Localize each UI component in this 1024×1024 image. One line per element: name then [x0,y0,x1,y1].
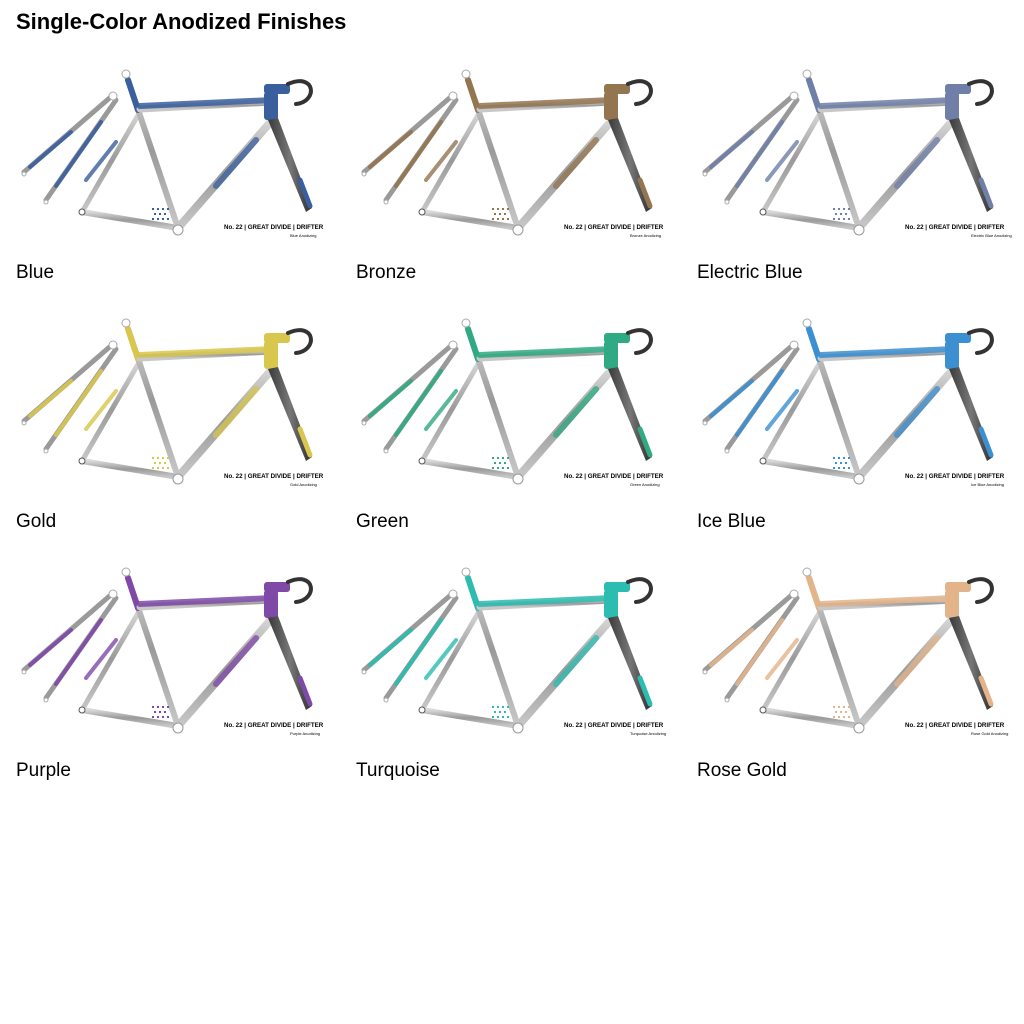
finish-label: Bronze [356,262,417,283]
finish-card[interactable]: No. 22 | GREAT DIVIDE | DRIFTER Purple A… [16,560,326,790]
frame-subcaption: Electric Blue Anodizing [971,233,1012,238]
finish-label: Electric Blue [697,262,803,283]
fork-blades [361,91,459,205]
page-title: Single-Color Anodized Finishes [16,9,347,34]
finish-label: Rose Gold [697,760,787,781]
badge-dots [833,208,850,220]
finish-card[interactable]: No. 22 | GREAT DIVIDE | DRIFTER Ice Blue… [697,311,1007,541]
badge-dots [833,706,850,718]
frame-illustration [21,318,313,485]
fork-blades [21,589,119,703]
badge-dots [492,457,509,469]
frame-caption: No. 22 | GREAT DIVIDE | DRIFTER [564,722,664,729]
fork-blades [702,91,800,205]
frame-illustration [361,318,653,485]
frame-subcaption: Gold Anodizing [290,482,317,487]
frame-illustration [702,318,994,485]
frame-subcaption: Green Anodizing [630,482,660,487]
finish-card[interactable]: No. 22 | GREAT DIVIDE | DRIFTER Bronze A… [356,62,666,292]
badge-dots [833,457,850,469]
frame-caption: No. 22 | GREAT DIVIDE | DRIFTER [224,722,324,729]
fork-blades [702,589,800,703]
badge-dots [152,208,169,220]
fork-blades [361,589,459,703]
badge-dots [492,706,509,718]
frame-illustration [361,567,653,734]
finish-card[interactable]: No. 22 | GREAT DIVIDE | DRIFTER Rose Gol… [697,560,1009,790]
finish-card[interactable]: No. 22 | GREAT DIVIDE | DRIFTER Turquois… [356,560,666,790]
frame-subcaption: Bronze Anodizing [630,233,662,238]
fork-blades [21,91,119,205]
fork-blades [361,340,459,454]
frame-caption: No. 22 | GREAT DIVIDE | DRIFTER [224,473,324,480]
finish-card[interactable]: No. 22 | GREAT DIVIDE | DRIFTER Blue Ano… [16,62,326,292]
badge-dots [152,457,169,469]
fork-blades [21,340,119,454]
finish-card[interactable]: No. 22 | GREAT DIVIDE | DRIFTER Gold Ano… [16,311,326,541]
frame-illustration [361,69,653,236]
finish-card[interactable]: No. 22 | GREAT DIVIDE | DRIFTER Electric… [697,62,1012,292]
finish-label: Gold [16,511,57,532]
fork-blades [702,340,800,454]
frame-subcaption: Ice Blue Anodizing [971,482,1004,487]
frame-subcaption: Rose Gold Anodizing [971,731,1009,736]
frame-caption: No. 22 | GREAT DIVIDE | DRIFTER [564,473,664,480]
finish-label: Purple [16,760,71,781]
frame-illustration [21,69,313,236]
finish-label: Ice Blue [697,511,766,532]
frame-caption: No. 22 | GREAT DIVIDE | DRIFTER [564,224,664,231]
finish-label: Turquoise [356,760,440,781]
frame-subcaption: Purple Anodizing [290,731,321,736]
frame-caption: No. 22 | GREAT DIVIDE | DRIFTER [905,722,1005,729]
finish-label: Blue [16,262,55,283]
badge-dots [492,208,509,220]
frame-caption: No. 22 | GREAT DIVIDE | DRIFTER [224,224,324,231]
badge-dots [152,706,169,718]
frame-illustration [702,567,994,734]
frame-subcaption: Turquoise Anodizing [630,731,667,736]
frame-illustration [21,567,313,734]
finish-card[interactable]: No. 22 | GREAT DIVIDE | DRIFTER Green An… [356,311,666,541]
frame-subcaption: Blue Anodizing [290,233,317,238]
frame-caption: No. 22 | GREAT DIVIDE | DRIFTER [905,473,1005,480]
frame-caption: No. 22 | GREAT DIVIDE | DRIFTER [905,224,1005,231]
finish-label: Green [356,511,409,532]
frame-illustration [702,69,994,236]
